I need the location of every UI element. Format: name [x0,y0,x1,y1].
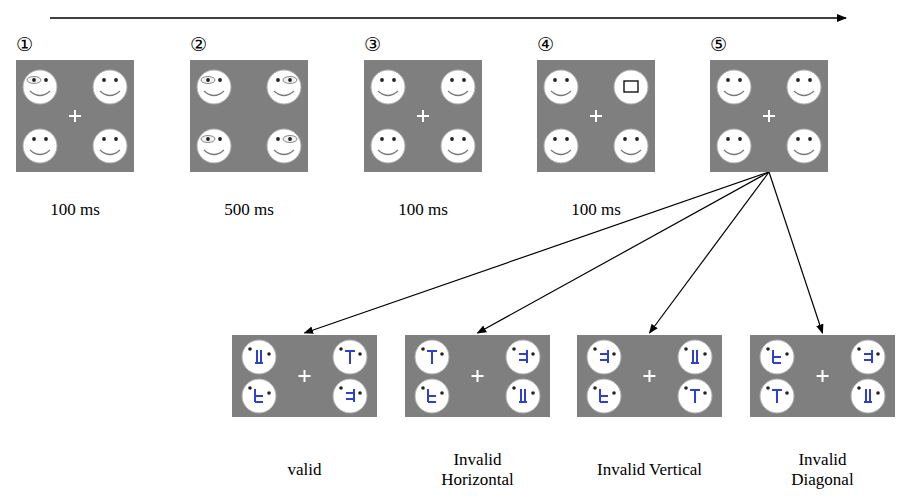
face [197,129,231,163]
face [717,129,751,163]
face [333,340,367,374]
stimulus-panel: ⑤ [710,60,828,172]
step-number: ① [16,33,33,55]
letter-glyph [428,389,436,402]
face [717,70,751,104]
letter-glyph [255,350,263,363]
face-display [750,335,895,417]
face [93,70,127,104]
face [678,379,712,413]
face [197,70,231,104]
branch-arrow [478,172,770,333]
face [441,70,475,104]
face [587,379,621,413]
face [506,340,540,374]
fixation-cross [590,110,602,122]
time-axis [50,17,846,18]
letter-glyph [691,350,699,363]
face [441,129,475,163]
face [415,379,449,413]
face [506,379,540,413]
face [267,70,301,104]
letter-glyph [427,351,437,364]
face [760,340,794,374]
letter-glyph [519,350,527,363]
face [851,340,885,374]
face-display [537,60,655,172]
fixation-cross [417,110,429,122]
face [242,340,276,374]
letter-glyph [864,350,872,363]
fixation-cross [817,370,829,382]
letter-glyph [864,389,872,402]
face-display [190,60,308,172]
fixation-cross [472,370,484,382]
branch-arrow [650,172,770,333]
face [371,129,405,163]
face [242,379,276,413]
fixation-cross [644,370,656,382]
face [93,129,127,163]
face [371,70,405,104]
step-number: ② [190,33,207,55]
fixation-cross [69,110,81,122]
face-display [577,335,722,417]
step-number: ⑤ [710,33,727,55]
condition-label: Invalid Horizontal [423,445,533,495]
letter-glyph [346,389,354,402]
fixation-cross [763,110,775,122]
response-panel: Invalid Diagonal [750,335,895,417]
branch-arrow [305,172,770,333]
step-number: ④ [537,33,554,55]
letter-glyph [600,350,608,363]
face [787,129,821,163]
letter-glyph [345,351,355,364]
face [851,379,885,413]
letter-glyph [690,390,700,403]
stimulus-panel: ②500 ms [190,60,308,172]
condition-label: Invalid Vertical [595,445,705,495]
letter-glyph [773,350,781,363]
letter-glyph [519,389,527,402]
letter-glyph [772,390,782,403]
condition-label: Invalid Diagonal [768,445,878,495]
face-display [405,335,550,417]
face [267,129,301,163]
duration-label: 500 ms [180,198,318,222]
face-display [364,60,482,172]
face [333,379,367,413]
face [587,340,621,374]
duration-label: 100 ms [527,198,665,222]
face [678,340,712,374]
face-display [16,60,134,172]
branch-arrow [769,172,823,333]
stimulus-panel: ④100 ms [537,60,655,172]
duration-label: 100 ms [354,198,492,222]
face-display [710,60,828,172]
face-display [232,335,377,417]
face [614,70,648,104]
face [23,129,57,163]
fixation-cross [299,370,311,382]
step-number: ③ [364,33,381,55]
face [787,70,821,104]
face [760,379,794,413]
duration-label: 100 ms [6,198,144,222]
stimulus-panel: ③100 ms [364,60,482,172]
response-panel: valid [232,335,377,417]
response-panel: Invalid Vertical [577,335,722,417]
face [544,129,578,163]
condition-label: valid [250,445,360,495]
letter-glyph [255,389,263,402]
stimulus-panel: ①100 ms [16,60,134,172]
face [544,70,578,104]
response-panel: Invalid Horizontal [405,335,550,417]
face [23,70,57,104]
letter-glyph [600,389,608,402]
face [415,340,449,374]
face [614,129,648,163]
